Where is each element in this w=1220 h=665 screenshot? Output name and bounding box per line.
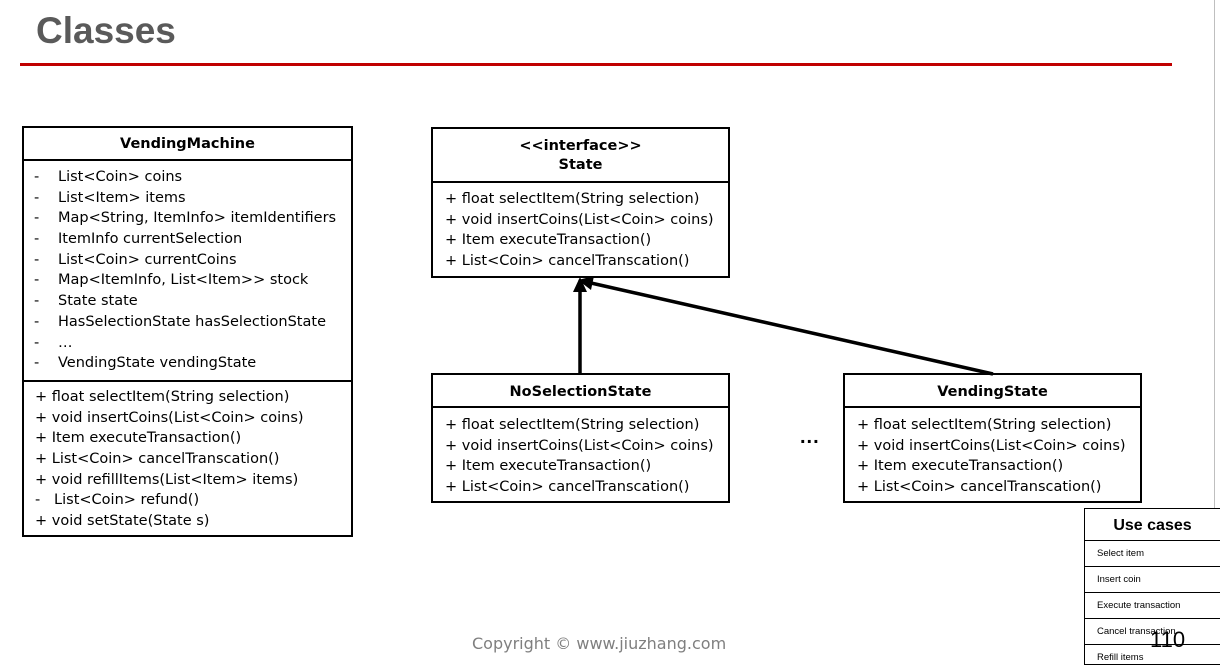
method-row: + List<Coin> cancelTranscation() (445, 253, 690, 270)
attributes-section: -List<Coin> coins -List<Item> items -Map… (24, 161, 351, 380)
attribute-row: -State state (34, 293, 138, 310)
use-case-item: Select item (1085, 541, 1220, 567)
class-name: NoSelectionState (433, 375, 728, 408)
arrow-vending-to-state (590, 281, 994, 376)
arrowhead (573, 277, 587, 292)
use-cases-title: Use cases (1085, 509, 1220, 541)
method-row: + void refillItems(List<Item> items) (35, 471, 299, 488)
method-row: + Item executeTransaction() (35, 430, 242, 447)
methods-section: + float selectItem(String selection) + v… (433, 183, 728, 272)
method-row: - List<Coin> refund() (35, 492, 200, 509)
method-row: + void setState(State s) (35, 513, 210, 530)
methods-section: + float selectItem(String selection) + v… (845, 408, 1140, 498)
attribute-row: -HasSelectionState hasSelectionState (34, 313, 326, 330)
attribute-row: -List<Coin> currentCoins (34, 251, 237, 268)
attribute-row: -VendingState vendingState (34, 355, 257, 372)
attribute-row: -ItemInfo currentSelection (34, 231, 243, 248)
slide-edge-divider (1214, 0, 1215, 540)
use-case-item: Insert coin (1085, 567, 1220, 593)
method-row: + float selectItem(String selection) (35, 389, 290, 405)
attribute-row: -… (34, 334, 73, 351)
stereotype-label: <<interface>> (519, 138, 642, 154)
method-row: + List<Coin> cancelTranscation() (35, 451, 280, 468)
copyright-text: Copyright © www.jiuzhang.com (472, 634, 727, 653)
attribute-row: -Map<ItemInfo, List<Item>> stock (34, 272, 309, 289)
method-row: + void insertCoins(List<Coin> coins) (35, 409, 304, 426)
method-row: + Item executeTransaction() (857, 458, 1064, 475)
method-row: + List<Coin> cancelTranscation() (445, 479, 690, 496)
interface-state: <<interface>> State + float selectItem(S… (431, 127, 730, 278)
arrowhead (578, 276, 594, 290)
methods-section: + float selectItem(String selection) + v… (433, 408, 728, 498)
slide-title: Classes (36, 10, 176, 51)
method-row: + float selectItem(String selection) (445, 417, 700, 433)
use-case-item: Execute transaction (1085, 593, 1220, 619)
class-name: VendingState (845, 375, 1140, 408)
class-name: VendingMachine (24, 128, 351, 161)
attribute-row: -List<Coin> coins (34, 169, 183, 185)
title-underline (20, 63, 1172, 66)
class-vendingmachine: VendingMachine -List<Coin> coins -List<I… (22, 126, 353, 537)
attribute-row: -List<Item> items (34, 189, 186, 206)
method-row: + void insertCoins(List<Coin> coins) (445, 211, 714, 228)
class-header: <<interface>> State (433, 129, 728, 183)
class-name: State (558, 157, 603, 173)
methods-section: + float selectItem(String selection) + v… (24, 380, 351, 532)
method-row: + List<Coin> cancelTranscation() (857, 479, 1102, 496)
use-case-item: Cancel transaction (1085, 619, 1220, 645)
page-number: 110 (1150, 627, 1186, 652)
method-row: + Item executeTransaction() (445, 458, 652, 475)
attribute-row: -Map<String, ItemInfo> itemIdentifiers (34, 210, 337, 227)
use-case-item: Refill items (1085, 645, 1220, 664)
class-vendingstate: VendingState + float selectItem(String s… (843, 373, 1142, 503)
method-row: + void insertCoins(List<Coin> coins) (857, 437, 1126, 454)
method-row: + void insertCoins(List<Coin> coins) (445, 437, 714, 454)
use-cases-panel: Use cases Select item Insert coin Execut… (1084, 508, 1220, 665)
method-row: + float selectItem(String selection) (857, 417, 1112, 433)
class-noselectionstate: NoSelectionState + float selectItem(Stri… (431, 373, 730, 503)
more-classes-ellipsis: ... (800, 426, 820, 448)
method-row: + float selectItem(String selection) (445, 191, 700, 207)
method-row: + Item executeTransaction() (445, 232, 652, 249)
